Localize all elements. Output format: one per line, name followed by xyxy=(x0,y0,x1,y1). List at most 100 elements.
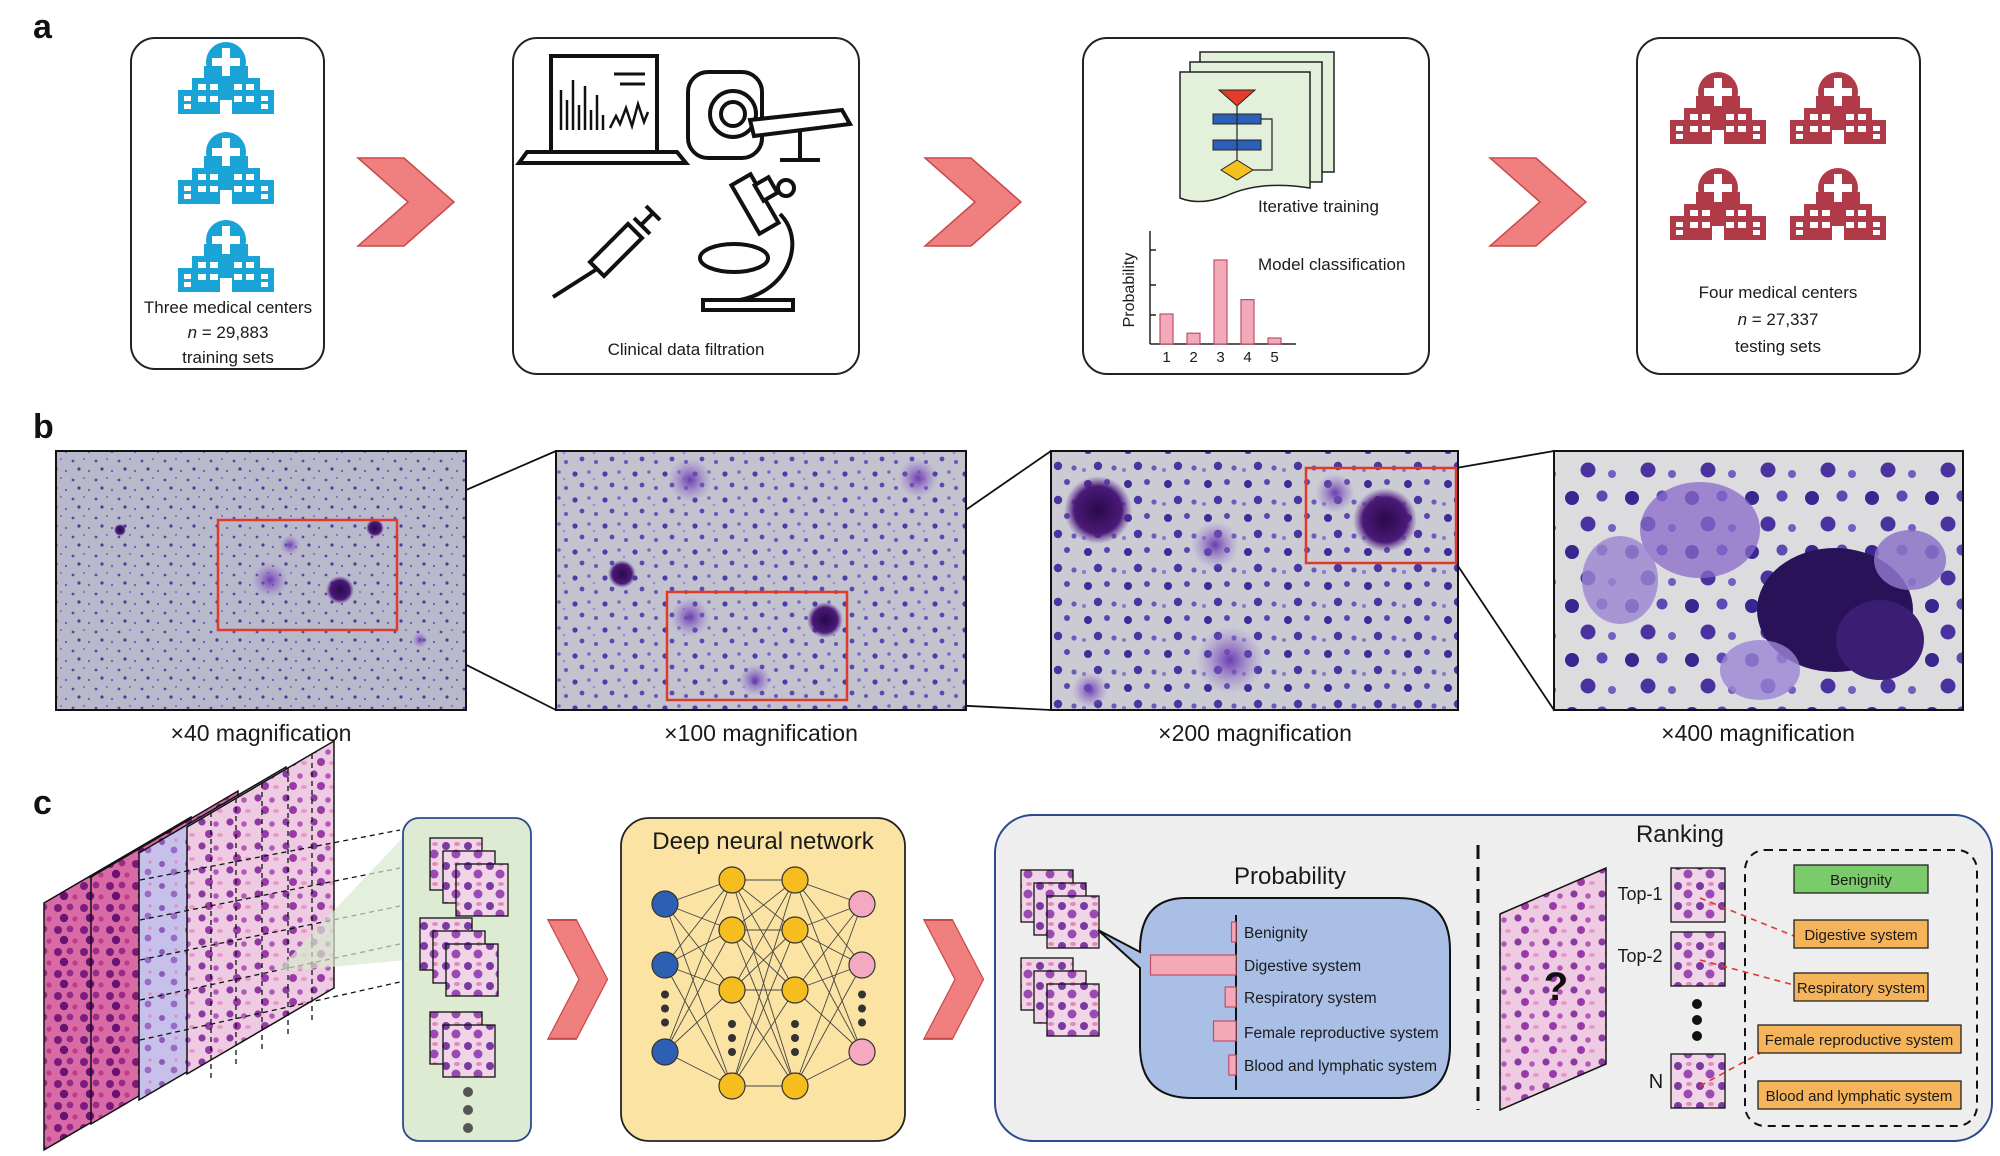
testing-sets-label: testing sets xyxy=(1735,337,1821,356)
probability-bar xyxy=(1212,1020,1237,1042)
rank-label-top2: Top-2 xyxy=(1617,946,1662,966)
dnn-edge xyxy=(731,879,796,1087)
dnn-node xyxy=(718,916,746,944)
ranking-links xyxy=(1699,897,1795,1087)
y-axis-ticks xyxy=(1150,249,1156,316)
testing-n-label: n = 27,337 xyxy=(1738,310,1819,329)
chart-tick-label: 2 xyxy=(1189,349,1197,366)
chart-bar-2 xyxy=(1186,332,1201,345)
chart-bar-3 xyxy=(1213,259,1228,345)
dnn-edge xyxy=(794,964,863,1087)
chip-label-blood-lymphatic: Blood and lymphatic system xyxy=(1766,1088,1953,1105)
chevron-arrow-icon xyxy=(922,918,985,1040)
probability-bar xyxy=(1228,1054,1237,1076)
dnn-node xyxy=(848,890,876,918)
model-training-box xyxy=(1082,37,1430,375)
rank-label-top1: Top-1 xyxy=(1617,884,1662,904)
prob-label-digestive: Digestive system xyxy=(1244,958,1361,975)
dnn-ellipsis-dot xyxy=(791,1048,799,1056)
dnn-nodes xyxy=(651,866,876,1100)
probability-bar xyxy=(1230,921,1237,943)
chevron-arrow-icon xyxy=(924,157,1022,247)
chart-y-label: Probability xyxy=(1121,253,1138,328)
chip-label-female-reproductive: Female reproductive system xyxy=(1765,1032,1953,1049)
dnn-edge xyxy=(664,989,733,1053)
chip-female-reproductive xyxy=(1757,1024,1962,1054)
panel-label-b: b xyxy=(33,408,54,446)
dnn-ellipsis-dot xyxy=(858,1004,866,1013)
chip-label-digestive: Digestive system xyxy=(1804,927,1917,944)
chart-tick-label: 5 xyxy=(1270,349,1278,366)
prob-label-blood-lymphatic: Blood and lymphatic system xyxy=(1244,1058,1437,1075)
dnn-edge xyxy=(664,879,733,966)
dnn-ellipsis-dot xyxy=(661,1004,669,1013)
chart-tick-label: 4 xyxy=(1243,349,1251,366)
model-classification-label: Model classification xyxy=(1258,255,1405,274)
dnn-edge xyxy=(731,929,796,991)
chart-tick-label: 1 xyxy=(1162,349,1170,366)
document-stack-icon xyxy=(1179,51,1335,203)
chart-bar-4 xyxy=(1240,299,1255,345)
probability-title: Probability xyxy=(1234,863,1346,890)
patch-tiles xyxy=(419,837,509,1078)
dnn-edge xyxy=(794,879,863,966)
dnn-node xyxy=(781,1072,809,1100)
chip-label-benignity: Benignity xyxy=(1830,872,1892,889)
training-centers-label: Three medical centers xyxy=(144,298,312,317)
dnn-node xyxy=(848,951,876,979)
question-mark: ? xyxy=(1544,965,1568,1009)
roi-box xyxy=(665,590,849,702)
dnn-title: Deep neural network xyxy=(652,828,874,855)
dnn-edge xyxy=(664,903,733,1087)
chip-respiratory xyxy=(1793,972,1929,1002)
input-patch-tiles xyxy=(1020,869,1100,1037)
probability-bar xyxy=(1224,986,1237,1008)
whole-slide-stack xyxy=(43,739,408,1152)
probability-bar xyxy=(1149,954,1237,976)
chart-bar-1 xyxy=(1159,313,1174,345)
dnn-node xyxy=(718,866,746,894)
scanner-icon xyxy=(686,70,854,162)
probability-category-labels: Benignity Digestive system Respiratory s… xyxy=(1244,925,1439,1075)
iterative-training-label: Iterative training xyxy=(1258,197,1379,216)
clinical-filtration-label: Clinical data filtration xyxy=(608,340,765,359)
more-patches-dots xyxy=(463,1087,473,1133)
chip-label-respiratory: Respiratory system xyxy=(1797,980,1925,997)
dnn-node xyxy=(718,1072,746,1100)
dnn-box xyxy=(620,817,906,1142)
training-n-label: n = 29,883 xyxy=(188,323,269,342)
dnn-ellipsis-dot xyxy=(661,990,669,999)
micrograph-x400 xyxy=(1553,450,1964,711)
roi-box xyxy=(1304,466,1458,565)
probability-bars xyxy=(1149,921,1237,1076)
dnn-ellipsis-dot xyxy=(791,1020,799,1028)
dnn-edge xyxy=(664,964,733,1087)
dnn-node xyxy=(651,890,679,918)
dnn-edge xyxy=(794,989,863,1053)
chart-bar-5 xyxy=(1267,337,1282,345)
rank-label-n: N xyxy=(1649,1071,1663,1093)
magnification-label-400: ×400 magnification xyxy=(1661,720,1855,746)
dnn-node xyxy=(781,976,809,1004)
chip-benignity xyxy=(1793,864,1929,894)
probability-bubble xyxy=(1097,897,1451,1099)
dnn-ellipsis-dot xyxy=(858,1018,866,1027)
micrograph-x100 xyxy=(555,450,967,711)
category-list-box xyxy=(1744,849,1978,1127)
tiling-grid-lines xyxy=(139,754,401,1080)
chevron-arrow-icon xyxy=(546,918,609,1040)
dnn-ellipsis-dot xyxy=(728,1048,736,1056)
testing-centers-label: Four medical centers xyxy=(1699,283,1858,302)
dnn-node xyxy=(781,916,809,944)
dnn-ellipsis-dot xyxy=(858,990,866,999)
dnn-node xyxy=(651,951,679,979)
dnn-edge xyxy=(794,879,863,1053)
dnn-edge xyxy=(731,929,796,1087)
dnn-edge xyxy=(731,879,796,991)
slide-layer xyxy=(186,739,335,1076)
dnn-edge xyxy=(794,903,863,1087)
dnn-ellipsis-dot xyxy=(661,1018,669,1027)
dnn-ellipsis-dot xyxy=(791,1034,799,1042)
